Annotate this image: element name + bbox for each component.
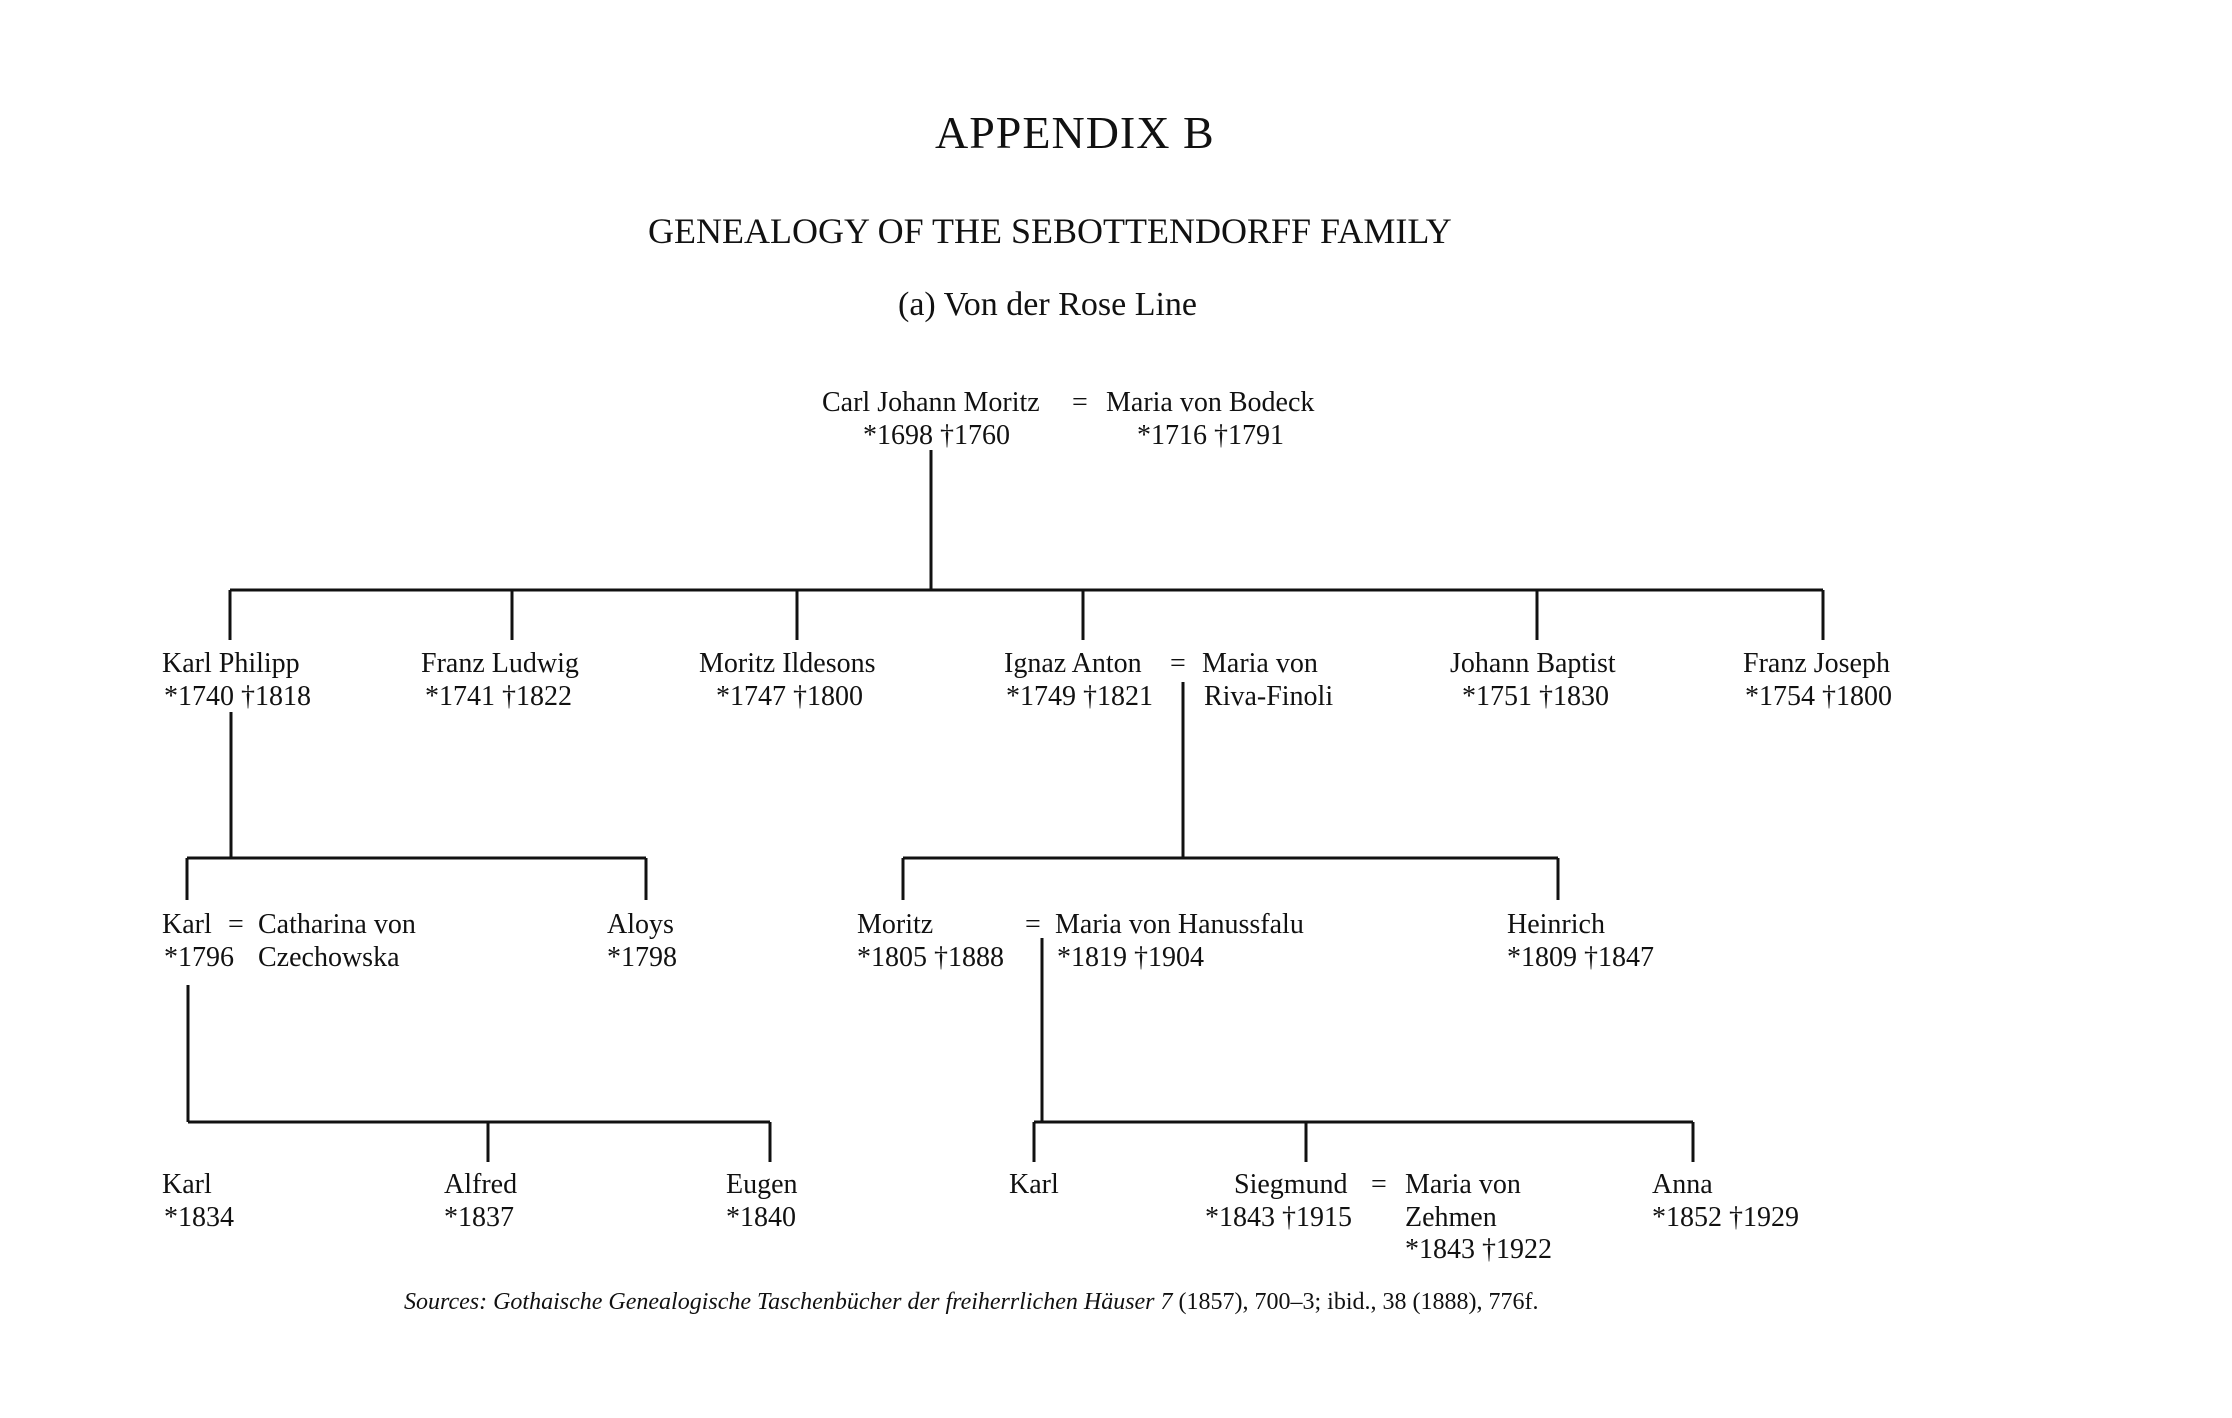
gen2-spouse-name-line1: Maria von	[1202, 648, 1318, 679]
line-heading: (a) Von der Rose Line	[898, 286, 1198, 323]
gen4-person-dates: *1837	[444, 1202, 514, 1233]
gen2-person-name: Johann Baptist	[1450, 648, 1616, 679]
gen2-person-name: Moritz Ildesons	[699, 648, 876, 679]
gen3-person-dates: *1805 †1888	[857, 942, 1004, 973]
gen3-person-name: Aloys	[607, 909, 674, 940]
gen3-person-name: Heinrich	[1507, 909, 1605, 940]
gen3-equals: =	[228, 909, 244, 940]
gen3-person-name: Moritz	[857, 909, 934, 940]
gen2-person-dates: *1740 †1818	[164, 681, 311, 712]
gen2-person-name: Franz Joseph	[1743, 648, 1890, 679]
gen3-person-dates: *1809 †1847	[1507, 942, 1654, 973]
gen4-person-name: Karl	[162, 1169, 212, 1200]
gen2-equals: =	[1170, 648, 1186, 679]
gen4-person-name: Anna	[1652, 1169, 1713, 1200]
root-equals: =	[1072, 387, 1088, 418]
gen2-person-dates: *1754 †1800	[1745, 681, 1892, 712]
gen3-person-name: Karl	[162, 909, 212, 940]
gen3-person-dates: *1798	[607, 942, 677, 973]
gen3-spouse-name-line1: Maria von Hanussfalu	[1055, 909, 1304, 940]
gen4-spouse-name-line1: Maria von	[1405, 1169, 1521, 1200]
sources-work: Gothaische Genealogische Taschenbücher d…	[493, 1289, 1173, 1315]
gen3-person-dates: *1796	[164, 942, 234, 973]
sources-rest: (1857), 700–3; ibid., 38 (1888), 776f.	[1178, 1289, 1539, 1315]
gen2-person-dates: *1751 †1830	[1462, 681, 1609, 712]
gen2-person-dates: *1741 †1822	[425, 681, 572, 712]
sources-note: Sources: Gothaische Genealogische Tasche…	[404, 1290, 1539, 1314]
sources-label: Sources:	[404, 1289, 488, 1315]
gen2-person-name: Franz Ludwig	[421, 648, 579, 679]
root-husband-dates: *1698 †1760	[863, 420, 1010, 451]
gen2-person-dates: *1747 †1800	[716, 681, 863, 712]
gen4-person-name: Alfred	[444, 1169, 518, 1200]
gen2-person-name: Karl Philipp	[162, 648, 300, 679]
gen3-equals: =	[1025, 909, 1041, 940]
root-wife-name: Maria von Bodeck	[1106, 387, 1315, 418]
gen4-person-dates: *1852 †1929	[1652, 1202, 1799, 1233]
root-husband-name: Carl Johann Moritz	[822, 387, 1040, 418]
gen2-spouse-name-line2: Riva-Finoli	[1204, 681, 1334, 712]
gen3-spouse-name-line2: Czechowska	[258, 942, 400, 973]
gen4-spouse-name-line2: Zehmen	[1405, 1202, 1497, 1233]
gen4-equals: =	[1371, 1169, 1387, 1200]
gen4-person-dates: *1840	[726, 1202, 796, 1233]
gen4-spouse-dates: *1843 †1922	[1405, 1234, 1552, 1265]
gen3-spouse-name-line1: Catharina von	[258, 909, 416, 940]
gen4-person-dates: *1843 †1915	[1205, 1202, 1352, 1233]
gen2-person-name: Ignaz Anton	[1004, 648, 1142, 679]
gen3-spouse-dates: *1819 †1904	[1057, 942, 1204, 973]
appendix-title: APPENDIX B	[935, 107, 1215, 158]
gen4-person-name: Eugen	[726, 1169, 798, 1200]
gen4-person-name: Karl	[1009, 1169, 1059, 1200]
gen2-person-dates: *1749 †1821	[1006, 681, 1153, 712]
gen4-person-dates: *1834	[164, 1202, 234, 1233]
genealogy-subtitle: GENEALOGY OF THE SEBOTTENDORFF FAMILY	[648, 211, 1452, 251]
root-wife-dates: *1716 †1791	[1137, 420, 1284, 451]
gen4-person-name: Siegmund	[1234, 1169, 1348, 1200]
